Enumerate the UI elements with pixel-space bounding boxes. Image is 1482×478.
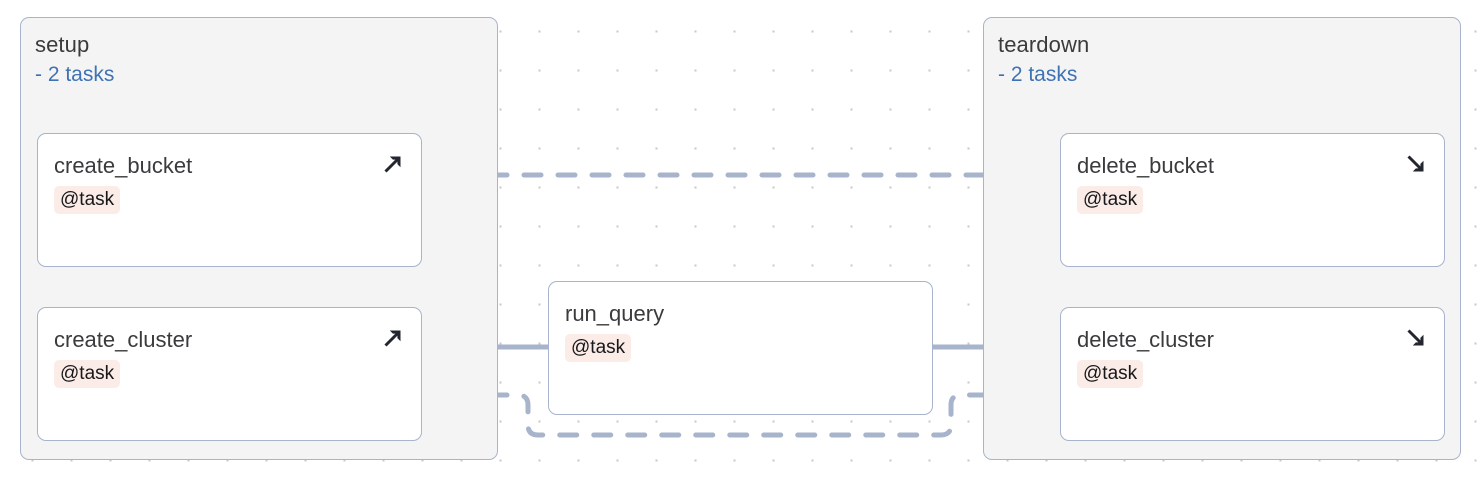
arrow-down-right-icon — [1403, 325, 1429, 351]
task-node-create-bucket-badge: @task — [54, 186, 121, 214]
task-node-delete-bucket[interactable]: delete_bucket @task — [1060, 133, 1445, 267]
task-node-delete-cluster-badge: @task — [1077, 360, 1144, 388]
task-group-teardown-title: teardown — [998, 32, 1090, 57]
task-node-delete-cluster[interactable]: delete_cluster @task — [1060, 307, 1445, 441]
task-node-create-cluster-title: create_cluster — [54, 327, 193, 352]
task-node-run-query-badge: @task — [565, 334, 632, 362]
arrow-up-right-icon — [380, 151, 406, 177]
task-node-create-bucket[interactable]: create_bucket @task — [37, 133, 422, 267]
task-node-run-query[interactable]: run_query @task — [548, 281, 933, 415]
task-node-delete-bucket-badge: @task — [1077, 186, 1144, 214]
arrow-down-right-icon — [1403, 151, 1429, 177]
task-group-setup-subtitle: - 2 tasks — [35, 63, 115, 86]
arrow-up-right-icon — [380, 325, 406, 351]
task-node-delete-cluster-title: delete_cluster — [1077, 327, 1214, 352]
task-group-teardown-subtitle: - 2 tasks — [998, 63, 1078, 86]
task-node-create-cluster[interactable]: create_cluster @task — [37, 307, 422, 441]
task-node-create-bucket-title: create_bucket — [54, 153, 193, 178]
task-group-setup-title: setup — [35, 32, 90, 57]
task-node-run-query-title: run_query — [565, 301, 665, 326]
task-node-create-cluster-badge: @task — [54, 360, 121, 388]
task-node-delete-bucket-title: delete_bucket — [1077, 153, 1214, 178]
